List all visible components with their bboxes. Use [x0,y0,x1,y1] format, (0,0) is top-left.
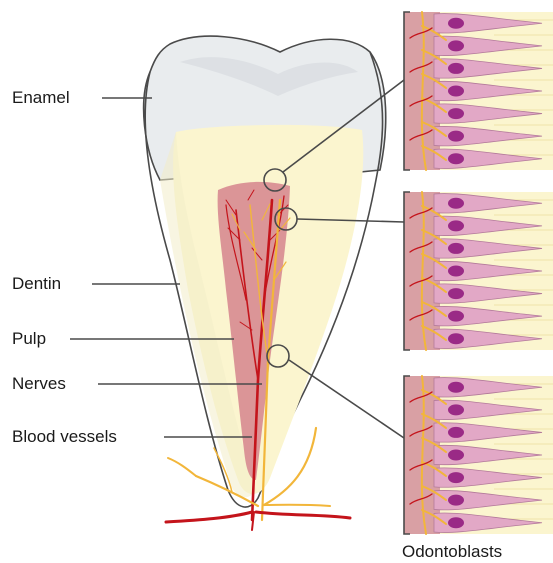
label-enamel: Enamel [12,89,70,106]
odontoblast-nucleus [448,472,464,483]
odontoblast-nucleus [448,517,464,528]
odontoblast-nucleus [448,450,464,461]
odontoblast-nucleus [448,108,464,119]
odontoblast-nucleus [448,243,464,254]
odontoblast-panels [404,12,553,534]
label-dentin: Dentin [12,275,61,292]
odontoblast-nucleus [448,311,464,322]
odontoblast-nucleus [448,153,464,164]
root-blood-vessels [166,512,350,530]
odontoblast-nucleus [448,40,464,51]
odontoblast-nucleus [448,427,464,438]
odontoblast-panel [404,376,553,534]
odontoblast-nucleus [448,266,464,277]
odontoblast-nucleus [448,495,464,506]
odontoblast-nucleus [448,382,464,393]
label-blood-vessels: Blood vessels [12,428,117,445]
odontoblast-nucleus [448,18,464,29]
label-nerves: Nerves [12,375,66,392]
label-pulp: Pulp [12,330,46,347]
odontoblast-panel [404,192,553,350]
odontoblast-nucleus [448,220,464,231]
connector-line-bottom [289,360,404,438]
odontoblast-panel [404,12,553,170]
odontoblast-nucleus [448,63,464,74]
odontoblast-nucleus [448,131,464,142]
odontoblast-nucleus [448,404,464,415]
odontoblast-nucleus [448,288,464,299]
odontoblast-nucleus [448,86,464,97]
odontoblast-nucleus [448,198,464,209]
odontoblast-nucleus [448,333,464,344]
label-odontoblasts: Odontoblasts [402,543,502,560]
